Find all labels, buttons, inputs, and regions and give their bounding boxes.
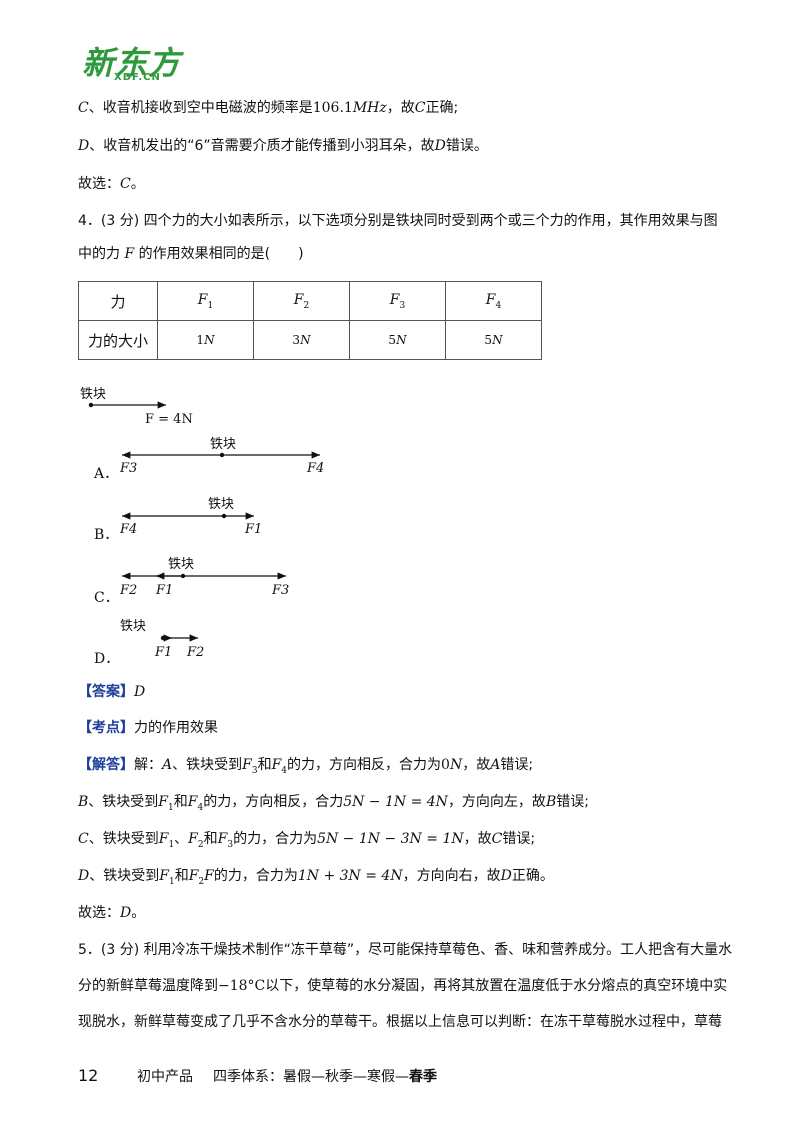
solution-b: B、铁块受到F1和F4的力，方向相反，合力5N − 1N = 4N，方向向左，故… xyxy=(78,794,589,813)
table-cell: F3 xyxy=(349,281,446,321)
table-row: 力 F1 F2 F3 F4 xyxy=(78,281,542,321)
option-c-label: C． xyxy=(94,590,119,606)
option-b-label: B． xyxy=(94,527,119,543)
label-block-b: 铁块 xyxy=(208,497,234,512)
label-a-left: F3 xyxy=(119,461,137,476)
table-cell: 5N xyxy=(349,320,446,360)
table-cell: 1N xyxy=(157,320,254,360)
label-d-left: F1 xyxy=(154,645,172,660)
question-5-line-1: 5．(3 分) 利用冷冻干燥技术制作“冻干草莓”，尽可能保持草莓色、香、味和营养… xyxy=(78,942,733,958)
question-5-line-2: 分的新鲜草莓温度降到−18°C以下，使草莓的水分凝固，再将其放置在温度低于水分熔… xyxy=(78,978,728,994)
logo-url: XDF.CN xyxy=(114,72,161,83)
label-block-a: 铁块 xyxy=(210,437,236,452)
label-block-c: 铁块 xyxy=(168,557,194,572)
footer-product: 初中产品 xyxy=(137,1069,193,1085)
question-4-line-1: 4．(3 分) 四个力的大小如表所示，以下选项分别是铁块同时受到两个或三个力的作… xyxy=(78,213,718,229)
option-a-label: A． xyxy=(94,466,119,482)
label-block-d: 铁块 xyxy=(120,619,146,634)
kaodian-line: 【考点】力的作用效果 xyxy=(78,720,218,736)
label-block-main: 铁块 xyxy=(80,387,106,402)
option-d-explanation: D、收音机发出的“6”音需要介质才能传播到小羽耳朵，故D错误。 xyxy=(78,138,488,154)
force-table: 力 F1 F2 F3 F4 力的大小 1N 3N 5N 5N xyxy=(78,281,542,360)
option-c-explanation: C、收音机接收到空中电磁波的频率是106.1MHz，故C正确; xyxy=(78,100,459,116)
choice-line-2: 故选：D。 xyxy=(78,905,146,921)
label-b-left: F4 xyxy=(119,522,137,537)
label-d-right: F2 xyxy=(186,645,204,660)
answer-line: 【答案】D xyxy=(78,684,146,700)
table-cell: F4 xyxy=(445,281,542,321)
page-number: 12 xyxy=(78,1066,99,1085)
choice-line-1: 故选：C。 xyxy=(78,176,145,192)
label-c-left: F2 xyxy=(119,583,137,598)
logo: 新东方 XDF.CN xyxy=(82,38,181,84)
footer-system: 四季体系：暑假—秋季—寒假—春季 xyxy=(213,1069,437,1085)
option-d-label: D． xyxy=(94,651,120,667)
label-c-right: F3 xyxy=(271,583,289,598)
table-cell: 3N xyxy=(253,320,350,360)
table-row: 力的大小 1N 3N 5N 5N xyxy=(78,320,542,360)
table-header-cell: 力的大小 xyxy=(78,320,158,360)
question-5-line-3: 现脱水，新鲜草莓变成了几乎不含水分的草莓干。根据以上信息可以判断：在冻干草莓脱水… xyxy=(78,1014,722,1030)
label-b-right: F1 xyxy=(244,522,262,537)
label-main-force: F = 4N xyxy=(145,412,193,427)
solution-d: D、铁块受到F1和F2F的力，合力为1N + 3N = 4N，方向向右，故D正确… xyxy=(78,868,554,887)
label-a-right: F4 xyxy=(306,461,324,476)
table-cell: F2 xyxy=(253,281,350,321)
label-c-mid: F1 xyxy=(155,583,173,598)
table-cell: 5N xyxy=(445,320,542,360)
question-4-line-2: 中的力 F 的作用效果相同的是( ) xyxy=(78,246,304,262)
logo-text: 新东方 xyxy=(82,44,182,82)
solution-c: C、铁块受到F1、F2和F3的力，合力为5N − 1N − 3N = 1N，故C… xyxy=(78,831,536,850)
solution-a: 【解答】解：A、铁块受到F3和F4的力，方向相反，合力为0N，故A错误; xyxy=(78,757,534,776)
